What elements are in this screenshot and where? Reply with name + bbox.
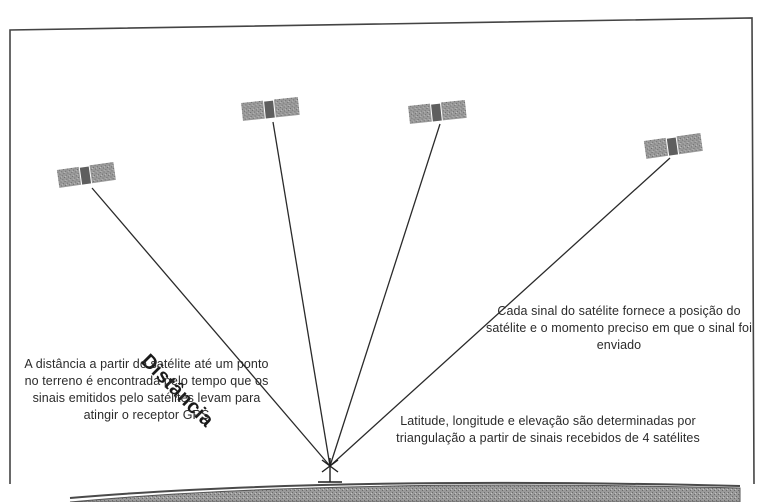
diagram-frame bbox=[9, 17, 755, 485]
earth-horizon bbox=[69, 481, 741, 499]
signal-line-1 bbox=[91, 187, 331, 467]
satellite-1 bbox=[56, 162, 116, 188]
triangulation-caption: Latitude, longitude e elevação são deter… bbox=[396, 414, 700, 445]
gps-receiver-icon bbox=[318, 458, 342, 483]
satellite-2 bbox=[241, 97, 300, 121]
satellite-4 bbox=[643, 133, 703, 159]
distance-caption: A distância a partir do satélite até um … bbox=[24, 357, 269, 422]
satellite-3 bbox=[408, 100, 467, 124]
earth-surface bbox=[69, 484, 741, 502]
signal-line-2 bbox=[272, 121, 331, 467]
signal-line-3 bbox=[329, 123, 441, 467]
signal-line-4 bbox=[329, 157, 671, 467]
signal-info-caption: Cada sinal do satélite fornece a posição… bbox=[486, 304, 752, 352]
signal-lines bbox=[91, 121, 671, 467]
